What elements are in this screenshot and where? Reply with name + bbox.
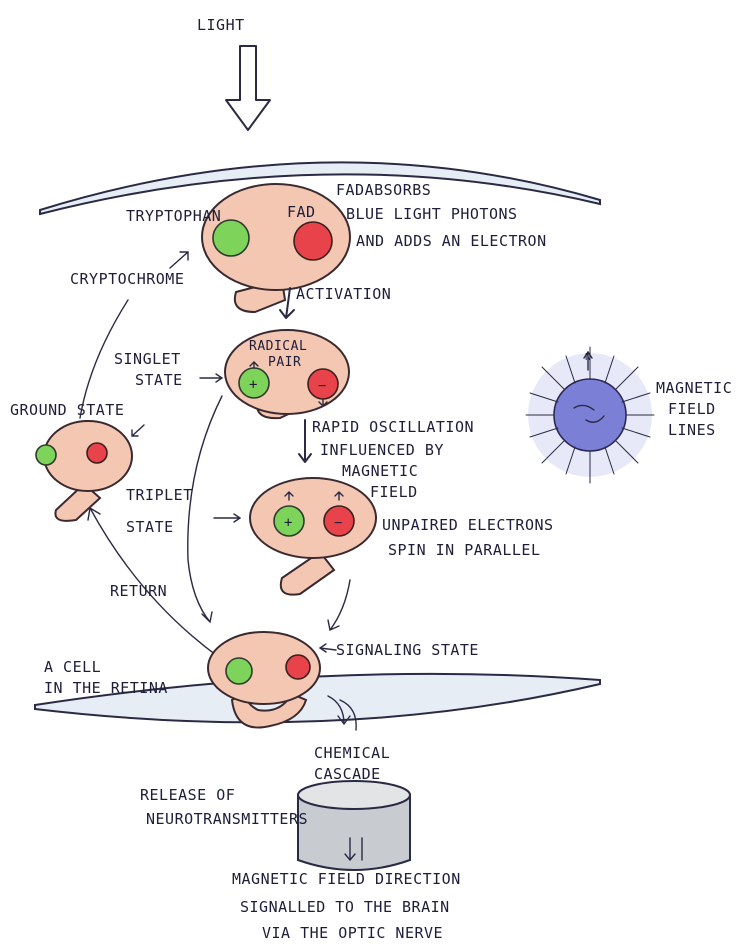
release-label-1: RELEASE OF: [140, 786, 235, 804]
triplet-label-1: TRIPLET: [126, 486, 193, 504]
ground-state-label: GROUND STATE: [10, 401, 124, 419]
triplet-to-signaling-arrow: [328, 580, 350, 630]
light-label: LIGHT: [197, 16, 245, 34]
ground-pointer: [132, 425, 144, 436]
fad-absorbs-label: FADABSORBS: [336, 181, 431, 199]
blue-light-label: BLUE LIGHT PHOTONS: [346, 205, 518, 223]
direction-label-3: VIA THE OPTIC NERVE: [262, 924, 443, 942]
magfield-label-3: LINES: [668, 421, 716, 439]
signaling-state-label: SIGNALING STATE: [336, 641, 479, 659]
cell-label-1: A CELL: [44, 658, 101, 676]
radical-label: RADICAL: [249, 339, 307, 354]
singlet-to-signaling-arrow: [188, 396, 222, 622]
triplet-label-2: STATE: [126, 518, 174, 536]
rapid-label-4: FIELD: [370, 483, 418, 501]
earth-magnetic-field: [526, 347, 654, 483]
rapid-label-2: INFLUENCED BY: [320, 441, 444, 459]
singlet-minus: −: [318, 378, 327, 394]
rapid-label-3: MAGNETIC: [342, 462, 418, 480]
chemical-label: CHEMICAL: [314, 744, 390, 762]
neurotransmitter-vessel: [298, 781, 410, 870]
pair-label: PAIR: [268, 355, 301, 370]
rapid-label-1: RAPID OSCILLATION: [312, 418, 474, 436]
singlet-pointer: [200, 374, 222, 382]
signaling-red-dot: [286, 655, 310, 679]
return-label: RETURN: [110, 582, 167, 600]
singlet-plus: +: [249, 377, 258, 393]
cryptochrome-pointer: [170, 252, 188, 268]
signaling-pointer: [320, 644, 336, 652]
earth-icon: [554, 379, 626, 451]
cryptochrome-label: CRYPTOCHROME: [70, 270, 184, 288]
unpaired-label-1: UNPAIRED ELECTRONS: [382, 516, 554, 534]
magfield-label-2: FIELD: [668, 400, 716, 418]
activation-label: ACTIVATION: [296, 285, 391, 303]
triplet-minus: −: [334, 515, 343, 531]
direction-label-1: MAGNETIC FIELD DIRECTION: [232, 870, 461, 888]
triplet-protein: + −: [250, 478, 376, 595]
triplet-pointer: [214, 514, 240, 522]
oscillation-arrow: [299, 420, 311, 462]
magfield-label-1: MAGNETIC: [656, 379, 732, 397]
unpaired-label-2: SPIN IN PARALLEL: [388, 541, 541, 559]
cell-label-2: IN THE RETINA: [44, 679, 168, 697]
north-label: N: [585, 352, 592, 363]
tryptophan-label: TRYPTOPHAN: [126, 207, 221, 225]
direction-label-2: SIGNALLED TO THE BRAIN: [240, 898, 450, 916]
ground-red-dot: [87, 443, 107, 463]
triplet-plus: +: [284, 515, 293, 531]
fad-dot: [294, 222, 332, 260]
signaling-green-dot: [226, 658, 252, 684]
ground-green-dot: [36, 445, 56, 465]
ground-state-protein: [36, 421, 132, 521]
fad-label: FAD: [287, 203, 316, 221]
singlet-label-2: STATE: [135, 371, 183, 389]
singlet-label-1: SINGLET: [114, 350, 181, 368]
adds-electron-label: AND ADDS AN ELECTRON: [356, 232, 547, 250]
release-label-2: NEUROTRANSMITTERS: [146, 810, 308, 828]
tryptophan-dot: [213, 220, 249, 256]
light-arrow: [226, 46, 270, 130]
